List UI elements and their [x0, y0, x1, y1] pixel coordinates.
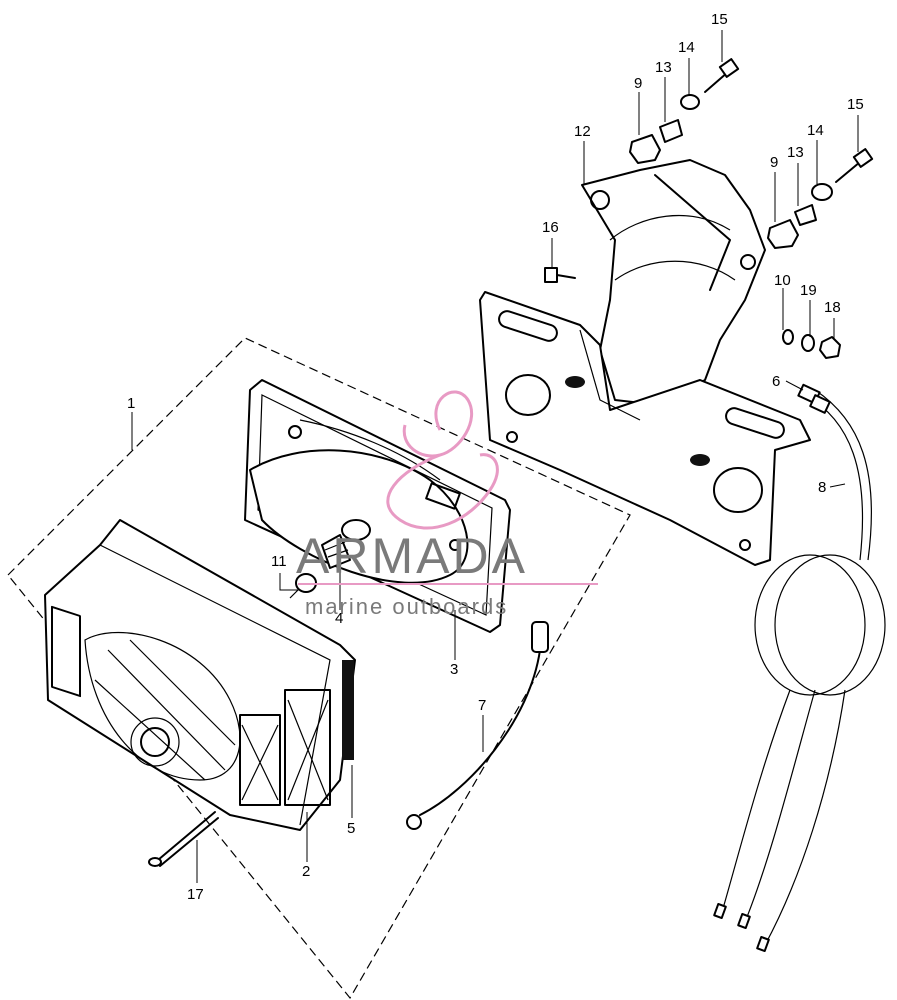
part-label-16: 16: [542, 219, 559, 236]
watermark: ARMADA marine outboards: [296, 390, 598, 619]
part-label-12: 12: [574, 123, 591, 140]
part-label-6: 6: [772, 373, 780, 390]
leader-lines: [131, 30, 859, 883]
light-base: [244, 379, 511, 633]
part-label-11: 11: [271, 553, 287, 570]
part-labels: 1 2 3 4 5 6 7 8 9 9 10 11 12 13 13 14 14…: [127, 11, 864, 903]
part-label-13a: 13: [655, 59, 672, 76]
part-label-3: 3: [450, 661, 458, 678]
part-label-8: 8: [818, 479, 826, 496]
part-label-13b: 13: [787, 144, 804, 161]
part-label-1: 1: [127, 395, 135, 412]
bulb: [321, 519, 371, 569]
part-label-17: 17: [187, 886, 204, 903]
part-label-18: 18: [824, 299, 841, 316]
wire-harness: [713, 383, 886, 953]
part-label-9b: 9: [770, 154, 778, 171]
part-label-2: 2: [302, 863, 310, 880]
part-label-15a: 15: [711, 11, 728, 28]
bolt-16: [544, 267, 576, 283]
hardware-left: [629, 58, 740, 164]
assembly-boundary: [7, 337, 631, 1000]
part-label-19: 19: [800, 282, 817, 299]
watermark-subtitle: marine outboards: [305, 594, 508, 619]
watermark-logo-mark: [386, 390, 499, 530]
part-label-10: 10: [774, 272, 791, 289]
part-label-9a: 9: [634, 75, 642, 92]
part-label-14a: 14: [678, 39, 695, 56]
nut-washers: [782, 329, 841, 359]
part-label-4: 4: [335, 610, 343, 627]
license-bracket: [479, 159, 811, 566]
watermark-title: ARMADA: [296, 528, 528, 584]
part-label-7: 7: [478, 697, 486, 714]
ground-wire: [406, 621, 549, 830]
part-label-14b: 14: [807, 122, 824, 139]
part-label-15b: 15: [847, 96, 864, 113]
hardware-right: [767, 148, 874, 249]
part-label-5: 5: [347, 820, 355, 837]
lens: [44, 519, 356, 831]
lens-screw: [148, 811, 219, 867]
